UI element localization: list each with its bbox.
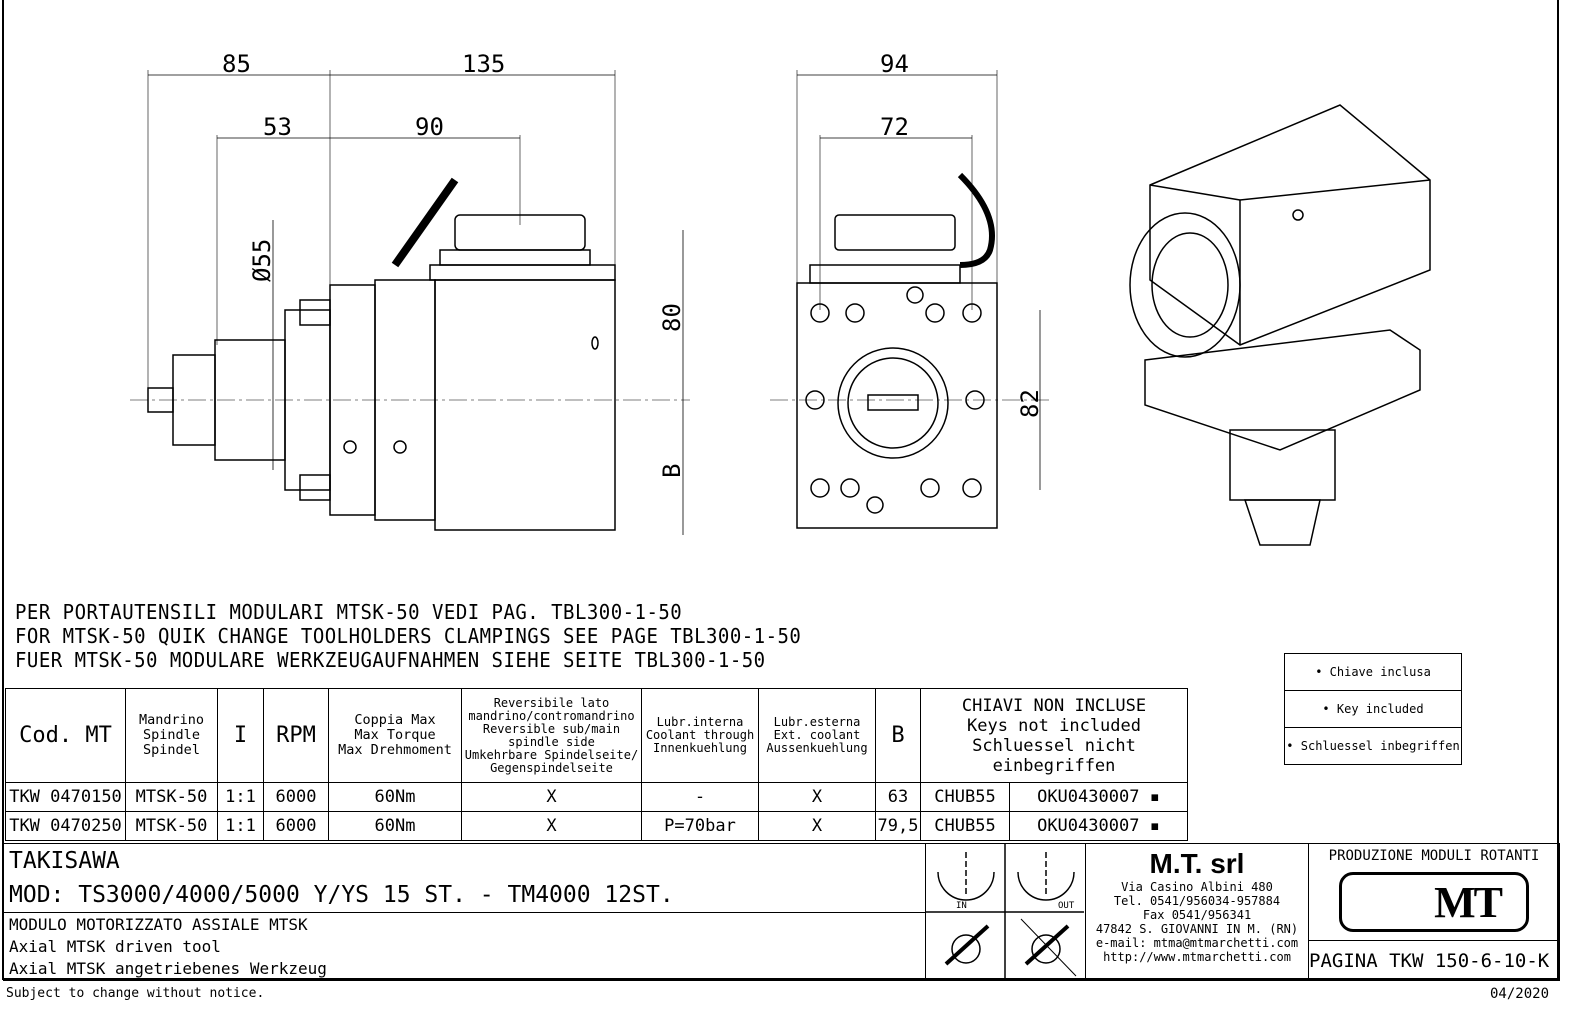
company-block: M.T. srl Via Casino Albini 480 Tel. 0541… [1085,843,1309,981]
address-email[interactable]: e-mail: mtma@mtmarchetti.com [1095,936,1299,950]
rotation-icons-block: IN OUT [925,843,1086,981]
drawing-frame [2,0,1559,980]
note-italian: PER PORTAUTENSILI MODULARI MTSK-50 VEDI … [15,600,683,624]
legend-key-included-it: • Chiave inclusa [1284,653,1462,691]
table-cell: X [758,782,876,812]
company-address: Via Casino Albini 480 Tel. 0541/956034-9… [1086,880,1308,964]
technical-drawings: 85 135 53 90 Ø55 80 B [130,50,1431,546]
title-desc-block: MODULO MOTORIZZATO ASSIALE MTSK Axial MT… [3,912,926,981]
table-cell: TKW 0470250 [5,811,126,841]
dim-80: 80 [658,303,686,332]
header-ratio: I [217,688,264,783]
label-out: OUT [1058,901,1075,911]
company-name: M.T. srl [1149,848,1245,879]
table-cell: MTSK-50 [125,782,218,812]
table-cell: 60Nm [328,811,462,841]
table-cell: X [461,782,642,812]
legend-key-included-de: • Schluessel inbegriffen [1284,727,1462,765]
table-cell: OKU0430007 ▪ [1009,811,1188,841]
wrench-crossed-icon [1020,918,1077,977]
desc-italian: MODULO MOTORIZZATO ASSIALE MTSK [9,915,308,934]
table-cell: 6000 [263,811,329,841]
table-cell: CHUB55 [920,782,1010,812]
table-cell: P=70bar [641,811,759,841]
address-street: Via Casino Albini 480 [1121,880,1273,894]
side-view-drawing [130,70,690,535]
wrench-icon [944,924,990,966]
table-cell: X [758,811,876,841]
table-cell: X [461,811,642,841]
rotation-out-icon [1017,871,1075,901]
brand-name: TAKISAWA [9,848,120,874]
dim-135: 135 [462,50,505,78]
header-keys: CHIAVI NON INCLUSE Keys not included Sch… [920,688,1188,783]
mt-logo: MT [1339,872,1529,932]
note-german: FUER MTSK-50 MODULARE WERKZEUGAUFNAHMEN … [15,648,766,672]
label-in: IN [956,901,967,911]
table-cell: TKW 0470150 [5,782,126,812]
page-number: PAGINA TKW 150-6-10-K [1308,940,1560,981]
revision-date: 04/2020 [1490,986,1550,1002]
desc-english: Axial MTSK driven tool [9,937,221,956]
table-cell: - [641,782,759,812]
header-rpm: RPM [263,688,329,783]
production-block: PRODUZIONE MODULI ROTANTI MT [1308,843,1560,941]
production-label: PRODUZIONE MODULI ROTANTI [1328,848,1540,864]
dim-53: 53 [263,113,292,141]
table-cell: 1:1 [217,811,264,841]
rotation-in-icon [937,871,995,901]
header-torque: Coppia Max Max Torque Max Drehmoment [328,688,462,783]
dim-94: 94 [880,50,909,78]
address-city: 47842 S. GIOVANNI IN M. (RN) [1095,922,1299,936]
note-english: FOR MTSK-50 QUIK CHANGE TOOLHOLDERS CLAM… [15,624,802,648]
table-cell: OKU0430007 ▪ [1009,782,1188,812]
table-cell: 63 [875,782,921,812]
dim-72: 72 [880,113,909,141]
logo-text: MT [1434,877,1503,927]
table-cell: 60Nm [328,782,462,812]
header-b: B [875,688,921,783]
header-coolant-external: Lubr.esterna Ext. coolant Aussenkuehlung [758,688,876,783]
isometric-view-drawing [1129,104,1431,546]
front-view-drawing [770,70,1050,529]
legend-key-included-en: • Key included [1284,690,1462,728]
header-coolant-internal: Lubr.interna Coolant through Innenkuehlu… [641,688,759,783]
header-spindle: Mandrino Spindle Spindel [125,688,218,783]
header-cod: Cod. MT [5,688,126,783]
table-cell: 79,5 [875,811,921,841]
table-cell: MTSK-50 [125,811,218,841]
address-fax: Fax 0541/956341 [1142,908,1252,922]
header-reversible: Reversibile lato mandrino/contromandrino… [461,688,642,783]
table-cell: 1:1 [217,782,264,812]
address-tel: Tel. 0541/956034-957884 [1113,894,1281,908]
table-cell: 6000 [263,782,329,812]
model-line: MOD: TS3000/4000/5000 Y/YS 15 ST. - TM40… [9,882,674,908]
desc-german: Axial MTSK angetriebenes Werkzeug [9,959,327,978]
dim-b: B [658,464,686,478]
dim-82: 82 [1016,389,1044,418]
dim-85: 85 [222,50,251,78]
disclaimer: Subject to change without notice. [6,986,265,1001]
dim-90: 90 [415,113,444,141]
address-website[interactable]: http://www.mtmarchetti.com [1103,950,1291,964]
table-cell: CHUB55 [920,811,1010,841]
dim-diameter-55: Ø55 [248,239,276,282]
title-brand-block: TAKISAWA MOD: TS3000/4000/5000 Y/YS 15 S… [3,843,926,913]
